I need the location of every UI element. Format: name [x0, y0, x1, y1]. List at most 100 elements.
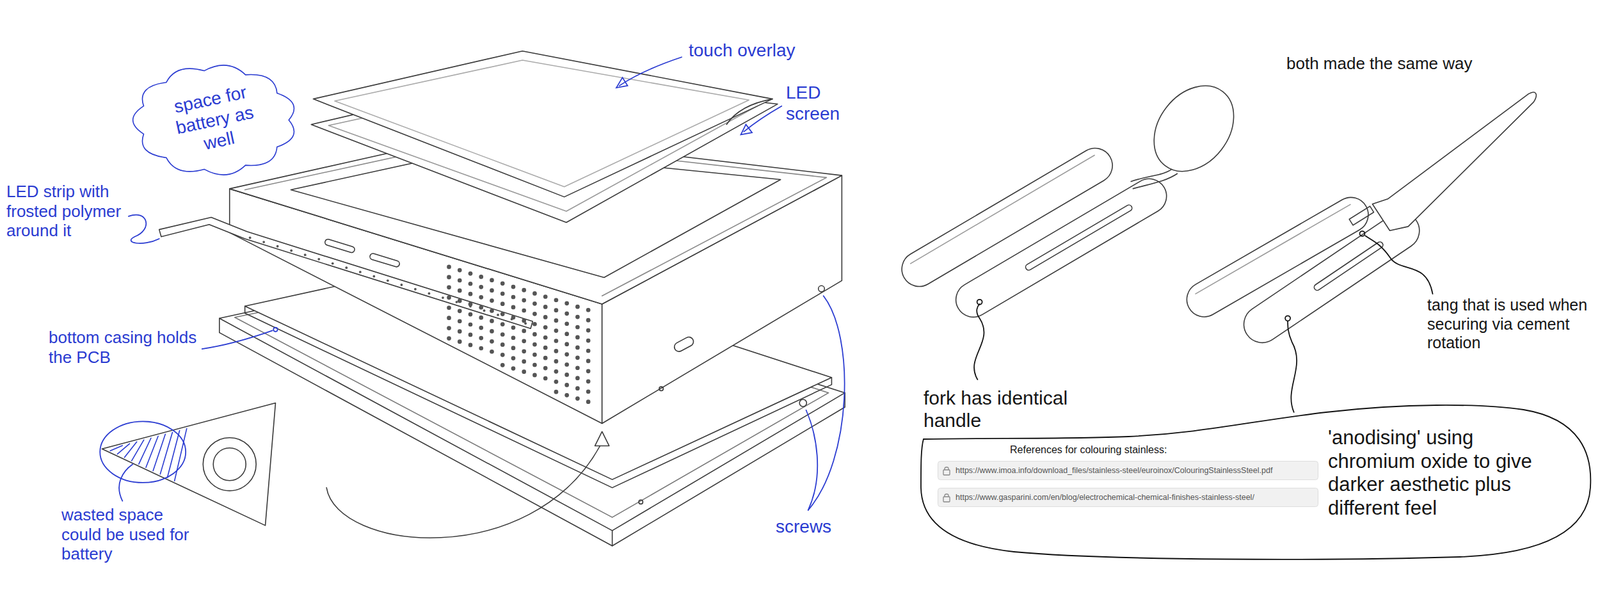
speaker-hole: [468, 322, 473, 328]
speaker-hole: [511, 345, 516, 351]
speaker-hole: [489, 277, 495, 283]
annotation-note: LED strip with frosted polymer around it: [6, 181, 132, 241]
speaker-hole: [446, 284, 452, 290]
leader-lines-black: [974, 231, 1433, 413]
speaker-hole: [564, 372, 569, 377]
hatch-line: [145, 435, 159, 468]
annotation-note: both made the same way: [1286, 53, 1556, 74]
speaker-hole: [543, 335, 548, 340]
speaker-hole: [457, 308, 463, 313]
led-dot: [441, 296, 445, 299]
led-dot: [344, 266, 348, 269]
speaker-hole: [554, 297, 559, 303]
speaker-hole: [521, 338, 527, 344]
speaker-hole: [511, 305, 516, 310]
led-dot: [317, 257, 320, 261]
cloud-note: space for battery as well: [130, 60, 299, 180]
hatch-line: [152, 433, 166, 471]
lock-icon: [943, 494, 950, 502]
led-dot: [483, 309, 486, 312]
speaker-hole: [468, 291, 473, 297]
speaker-hole: [554, 389, 559, 395]
speaker-hole: [478, 305, 484, 310]
led-dot: [262, 240, 265, 244]
hatch-line: [110, 445, 123, 451]
speaker-hole: [478, 274, 484, 280]
led-dot: [428, 291, 431, 295]
speaker-hole: [500, 291, 505, 296]
speaker-hole: [532, 321, 537, 327]
speaker-hole: [554, 348, 559, 354]
speaker-hole: [478, 315, 484, 320]
speaker-hole: [575, 304, 580, 310]
speaker-hole: [457, 318, 463, 324]
url-bar-rect: [938, 488, 1319, 507]
speaker-hole: [554, 328, 559, 333]
speaker-hole: [564, 362, 569, 367]
speaker-hole: [446, 315, 452, 320]
url-text: https://www.gasparini.com/en/blog/electr…: [955, 492, 1255, 503]
speaker-hole: [532, 301, 537, 306]
speaker-hole: [564, 321, 569, 326]
speaker-hole: [446, 275, 452, 280]
speaker-hole: [575, 396, 580, 401]
speaker-hole: [478, 325, 484, 331]
speaker-hole: [521, 308, 527, 313]
speaker-hole: [489, 349, 495, 354]
url-bar: https://www.imoa.info/download_files/sta…: [937, 460, 1322, 480]
speaker-hole: [532, 342, 537, 347]
speaker-hole: [446, 264, 452, 270]
url-bar-rect: [938, 461, 1319, 480]
speaker-hole: [532, 373, 537, 378]
hatch-line: [174, 428, 187, 481]
led-dot: [469, 305, 472, 308]
speaker-hole: [500, 342, 505, 347]
url-text: https://www.imoa.info/download_files/sta…: [955, 465, 1273, 476]
note-blob: fork has identical handleReferences for …: [918, 403, 1594, 560]
speaker-hole: [500, 332, 505, 337]
led-dot: [455, 300, 459, 304]
speaker-hole: [543, 294, 548, 299]
speaker-hole: [564, 382, 569, 388]
speaker-hole: [489, 288, 495, 293]
speaker-hole: [468, 271, 473, 276]
note-text: fork has identical handle: [923, 386, 1129, 432]
led-dot: [524, 321, 527, 325]
led-dot: [276, 245, 280, 248]
leader-lines: [99, 56, 845, 511]
speaker-hole: [532, 311, 537, 317]
lock-icon: [943, 467, 950, 475]
speaker-hole: [575, 355, 580, 360]
speaker-hole: [521, 369, 527, 374]
note-text: 'anodising' using chromium oxide to give…: [1328, 426, 1559, 520]
speaker-hole: [478, 284, 484, 290]
speaker-hole: [564, 341, 569, 347]
speaker-hole: [586, 369, 591, 374]
led-dot: [400, 283, 403, 287]
led-dot: [510, 318, 514, 321]
led-dot: [289, 249, 293, 253]
speaker-hole: [511, 335, 516, 340]
speaker-hole: [586, 338, 591, 344]
speaker-hole: [586, 389, 591, 394]
speaker-hole: [521, 298, 527, 303]
speaker-hole: [543, 304, 548, 310]
speaker-hole: [489, 328, 495, 334]
speaker-hole: [586, 307, 591, 313]
speaker-hole: [564, 352, 569, 357]
speaker-hole: [586, 348, 591, 354]
speaker-hole: [511, 325, 516, 330]
speaker-hole: [511, 284, 516, 290]
speaker-hole: [543, 325, 548, 330]
speaker-hole: [457, 298, 463, 304]
hatch-line: [160, 432, 173, 474]
speaker-hole: [500, 311, 505, 317]
annotation-note: touch overlay: [688, 39, 881, 61]
speaker-hole: [543, 355, 548, 361]
led-dot: [359, 270, 362, 274]
lock-body: [943, 469, 950, 475]
speaker-hole: [543, 314, 548, 320]
speaker-hole: [489, 298, 495, 303]
annotation-note: tang that is used when securing via ceme…: [1427, 295, 1591, 353]
